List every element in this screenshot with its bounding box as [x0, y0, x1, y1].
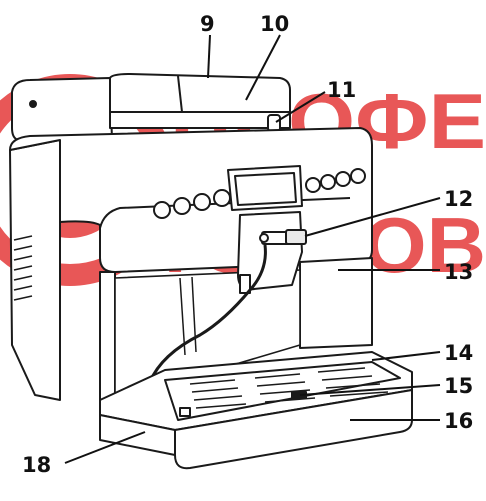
- callout-18: 18: [22, 453, 51, 477]
- spout-nozzle: [239, 274, 251, 294]
- coffee-spout-line-2: [191, 276, 197, 353]
- steam-knob: [267, 114, 281, 132]
- right-buttons: [305, 168, 366, 193]
- lid-split-line: [177, 75, 183, 113]
- bean-container-lid: [109, 73, 291, 113]
- drip-tray-front: [174, 389, 413, 470]
- side-vents: [13, 235, 33, 301]
- button-right-4: [350, 168, 366, 184]
- button-right-3: [335, 171, 351, 187]
- leader-12: [304, 197, 441, 237]
- leader-10: [245, 34, 281, 101]
- button-left-2: [173, 197, 191, 215]
- display-inner: [234, 172, 297, 206]
- callout-12: 12: [444, 187, 473, 211]
- leader-18: [64, 431, 146, 464]
- button-right-2: [320, 174, 336, 190]
- button-left-1: [153, 201, 171, 219]
- leader-15: [299, 384, 441, 396]
- right-housing: [299, 257, 373, 349]
- leader-11: [275, 91, 326, 123]
- button-left-3: [193, 193, 211, 211]
- button-right-1: [305, 177, 321, 193]
- callout-11: 11: [327, 78, 356, 102]
- button-left-4: [213, 189, 231, 207]
- callout-15: 15: [444, 374, 473, 398]
- panel-curve: [99, 197, 351, 229]
- callout-9: 9: [200, 12, 215, 36]
- leader-14: [371, 351, 441, 361]
- callout-labels: 9 10 11 12 13 14 15 16 18: [22, 12, 473, 477]
- callout-10: 10: [260, 12, 289, 36]
- left-frame: [99, 271, 116, 406]
- machine-body: [9, 73, 413, 470]
- connector-ring: [259, 233, 269, 243]
- hopper-left: [11, 77, 113, 141]
- milk-tube: [143, 244, 267, 430]
- callout-16: 16: [444, 409, 473, 433]
- bean-container-base: [109, 111, 291, 129]
- drip-grate-slots: [189, 367, 389, 409]
- coffee-spout-line: [179, 277, 186, 356]
- callout-14: 14: [444, 341, 473, 365]
- connector-tip: [285, 229, 307, 245]
- callout-13: 13: [444, 260, 473, 284]
- grate-marker: [179, 407, 191, 417]
- left-buttons: [153, 189, 231, 219]
- leader-9: [207, 34, 211, 79]
- leader-lines: [64, 34, 441, 464]
- hopper-knob-icon: [29, 100, 37, 108]
